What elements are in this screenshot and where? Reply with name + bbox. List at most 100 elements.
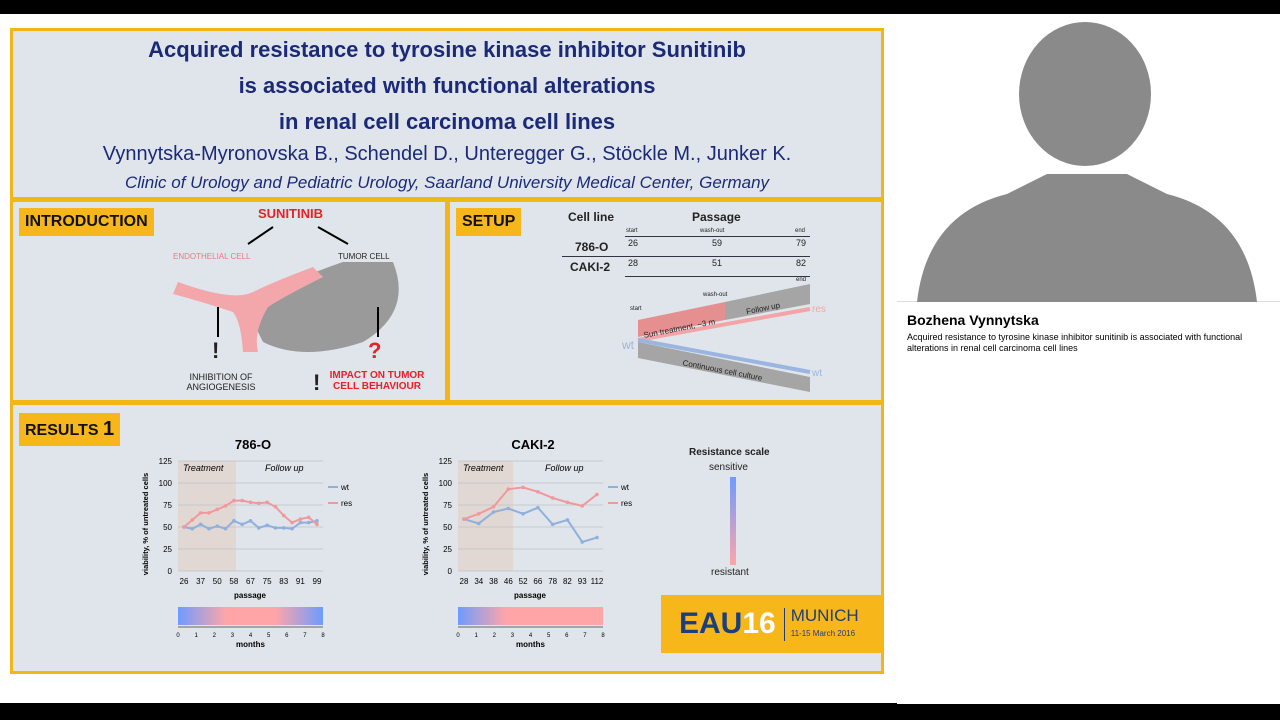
- data-point-wt: [550, 522, 555, 527]
- data-point-wt: [190, 526, 195, 531]
- speaker-video: [897, 14, 1280, 302]
- x-tick-label: 38: [489, 577, 498, 586]
- data-point-res: [215, 507, 220, 512]
- y-axis-label: viability, % of untreated cells: [421, 473, 430, 575]
- y-tick-label: 25: [443, 545, 452, 554]
- data-point-wt: [521, 512, 525, 516]
- series-line-wt: [463, 506, 598, 544]
- data-point-res: [298, 517, 303, 521]
- chart-title: CAKI-2: [511, 437, 554, 452]
- header-box: Acquired resistance to tyrosine kinase i…: [10, 28, 884, 200]
- data-point-res: [476, 512, 481, 516]
- data-point-res: [281, 513, 286, 518]
- endothelial-label: ENDOTHELIAL CELL: [173, 252, 251, 261]
- data-point-res: [273, 504, 278, 509]
- months-tick-label: 7: [583, 633, 587, 639]
- data-point-res: [248, 500, 253, 505]
- data-point-wt: [565, 518, 570, 522]
- setup-box: SETUP Cell line Passage start wash-out e…: [447, 199, 884, 403]
- months-label: months: [236, 640, 265, 649]
- y-tick-label: 125: [159, 457, 173, 466]
- data-point-res: [550, 496, 555, 500]
- passage-value: 82: [796, 258, 807, 268]
- speaker-description: Acquired resistance to tyrosine kinase i…: [907, 332, 1243, 353]
- slide-poster: Acquired resistance to tyrosine kinase i…: [0, 14, 897, 688]
- data-point-wt: [198, 522, 203, 527]
- treatment-region: [178, 461, 236, 571]
- cell-line: CAKI-2: [570, 260, 611, 274]
- x-tick-label: 75: [263, 577, 272, 586]
- series-line-res: [463, 486, 598, 521]
- months-tick-label: 8: [321, 633, 325, 639]
- avatar: [917, 22, 1257, 302]
- data-point-res: [565, 500, 570, 505]
- data-point-wt: [207, 526, 211, 531]
- scale-top-label: sensitive: [709, 462, 748, 473]
- x-tick-label: 46: [504, 577, 513, 586]
- data-point-res: [290, 520, 294, 525]
- washout-marker: wash-out: [703, 292, 728, 298]
- introduction-tag: INTRODUCTION: [19, 208, 154, 236]
- data-point-res: [462, 517, 466, 521]
- months-tick-label: 5: [547, 633, 551, 639]
- chart-title: 786-O: [235, 437, 271, 452]
- title-line: in renal cell carcinoma cell lines: [278, 109, 616, 134]
- region-label: Treatment: [183, 463, 224, 473]
- data-point-wt: [240, 522, 244, 527]
- x-tick-label: 91: [296, 577, 305, 586]
- passage-value: 79: [796, 238, 807, 248]
- data-point-res: [182, 525, 186, 529]
- res-label: res: [812, 304, 826, 315]
- months-tick-label: 0: [456, 633, 460, 639]
- data-point-wt: [491, 510, 496, 514]
- region-label: Follow up: [545, 463, 584, 473]
- data-point-res: [306, 515, 311, 520]
- y-tick-label: 25: [163, 545, 172, 554]
- months-tick-label: 2: [493, 633, 497, 639]
- results-tag-text: RESULTS: [25, 422, 99, 439]
- results-tag-number: 1: [102, 418, 115, 440]
- months-tick-label: 3: [511, 633, 515, 639]
- x-tick-label: 112: [591, 577, 604, 586]
- data-point-wt: [281, 526, 286, 530]
- data-point-wt: [595, 535, 599, 540]
- start-marker: start: [630, 306, 642, 312]
- months-tick-label: 1: [474, 633, 478, 639]
- data-point-res: [257, 501, 261, 506]
- x-tick-label: 66: [533, 577, 542, 586]
- months-tick-label: 6: [565, 633, 569, 639]
- months-tick-label: 4: [249, 633, 253, 639]
- data-point-res: [521, 485, 525, 490]
- top-bar: [0, 0, 1280, 14]
- y-tick-label: 0: [448, 567, 453, 576]
- data-point-res: [536, 490, 540, 494]
- months-gradient-bar: [458, 607, 603, 625]
- months-tick-label: 8: [601, 633, 605, 639]
- wt-label: wt: [812, 368, 822, 379]
- months-tick-label: 3: [231, 633, 235, 639]
- authors: Vynnytska-Myronovska B., Schendel D., Un…: [102, 143, 792, 165]
- months-tick-label: 7: [303, 633, 307, 639]
- end-marker: end: [796, 277, 807, 283]
- legend-label-res: res: [621, 499, 632, 508]
- months-tick-label: 6: [285, 633, 289, 639]
- x-tick-label: 58: [229, 577, 238, 586]
- setup-timeline-diagram: [637, 284, 811, 392]
- y-tick-label: 50: [443, 523, 452, 532]
- scale-title: Resistance scale: [689, 447, 770, 458]
- months-tick-label: 1: [194, 633, 198, 639]
- data-point-res: [491, 504, 496, 509]
- data-point-wt: [536, 505, 540, 510]
- scale-bottom-label: resistant: [711, 567, 749, 578]
- title-line: Acquired resistance to tyrosine kinase i…: [148, 37, 746, 62]
- x-tick-label: 67: [246, 577, 255, 586]
- x-tick-label: 37: [196, 577, 205, 586]
- y-tick-label: 75: [443, 501, 452, 510]
- y-axis-label: viability, % of untreated cells: [141, 473, 150, 575]
- cell-line: 786-O: [575, 240, 609, 254]
- data-point-wt: [273, 526, 278, 530]
- data-point-res: [240, 498, 244, 503]
- legend-label-wt: wt: [620, 483, 630, 492]
- data-point-wt: [265, 523, 269, 528]
